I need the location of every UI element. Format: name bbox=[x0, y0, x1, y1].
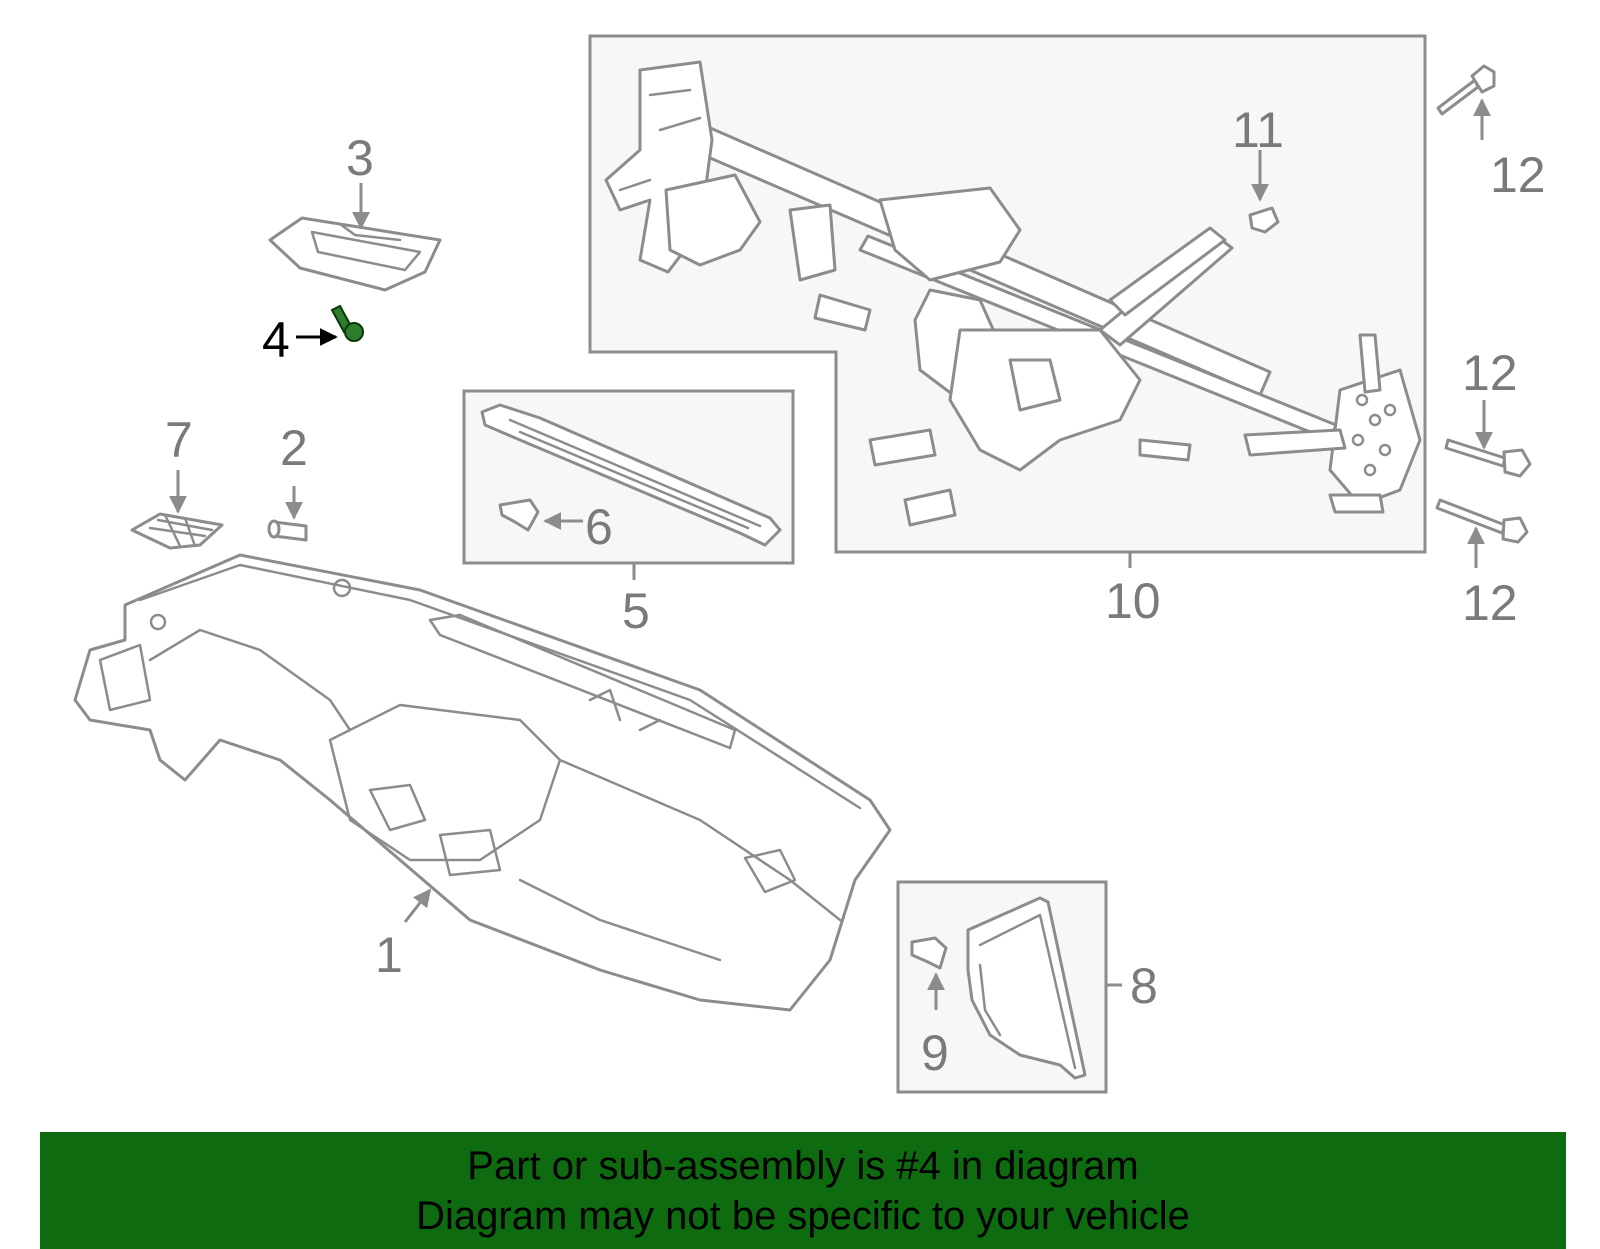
bolt-part-12-bottom bbox=[1435, 498, 1507, 535]
callout-4: 4 bbox=[262, 312, 290, 368]
callout-7: 7 bbox=[165, 412, 193, 468]
callout-12-top: 12 bbox=[1490, 147, 1546, 203]
banner-line-2: Diagram may not be specific to your vehi… bbox=[416, 1194, 1190, 1238]
callout-12-bottom: 12 bbox=[1462, 575, 1518, 631]
cover-part-3: 3 bbox=[268, 130, 442, 292]
callout-8: 8 bbox=[1130, 958, 1158, 1014]
frame-assembly-box: 11 10 bbox=[588, 34, 1427, 629]
defroster-box: 6 5 bbox=[462, 389, 795, 639]
banner-line-1: Part or sub-assembly is #4 in diagram bbox=[467, 1144, 1139, 1188]
callout-10: 10 bbox=[1105, 573, 1161, 629]
clip-part-9 bbox=[910, 936, 948, 970]
bolt-group-12: 12 12 12 bbox=[1435, 64, 1546, 631]
cross-car-beam bbox=[604, 60, 1422, 527]
callout-2: 2 bbox=[280, 420, 308, 476]
instrument-panel-part-1: 1 bbox=[73, 553, 892, 1012]
callout-12-middle: 12 bbox=[1462, 345, 1518, 401]
callout-1: 1 bbox=[375, 927, 403, 983]
clip-part-6 bbox=[498, 498, 540, 532]
side-panel-box: 9 8 bbox=[896, 880, 1158, 1094]
side-panel-part-8 bbox=[966, 896, 1087, 1080]
cylinder-part-2: 2 bbox=[267, 420, 308, 542]
clip-part-11 bbox=[1248, 206, 1280, 234]
part-info-banner: Part or sub-assembly is #4 in diagram Di… bbox=[40, 1132, 1566, 1249]
callout-6: 6 bbox=[585, 499, 613, 555]
bolt-part-12-top bbox=[1436, 78, 1480, 116]
callout-9: 9 bbox=[921, 1025, 949, 1081]
screw-part-4: 4 bbox=[262, 304, 364, 368]
vent-grille-part-7: 7 bbox=[130, 412, 224, 550]
callout-11: 11 bbox=[1232, 102, 1284, 158]
bolt-part-12-mid bbox=[1444, 438, 1507, 468]
callout-3: 3 bbox=[346, 130, 374, 186]
callout-5: 5 bbox=[622, 583, 650, 639]
